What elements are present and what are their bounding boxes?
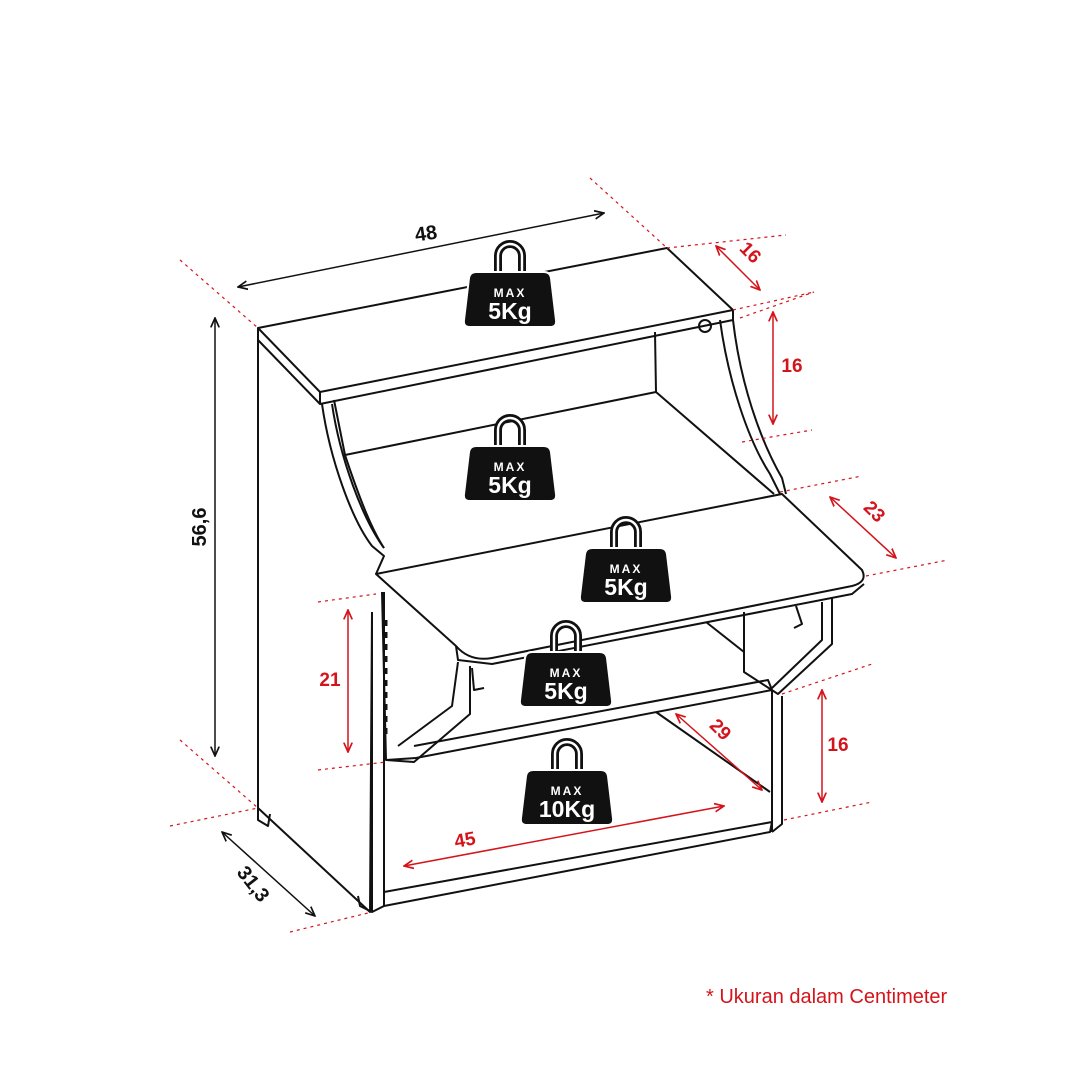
weight-max-label: MAX [610,562,643,576]
dimension-arrows [215,213,896,916]
flap-depth-label: 23 [859,497,889,527]
weight-max-label: MAX [551,784,584,798]
weight-value-middle-shelf: 5Kg [544,678,587,704]
bottom-width-arrow [404,806,724,866]
top-depth-label: 16 [735,238,765,268]
width-arrow [238,213,604,287]
unit-note: * Ukuran dalam Centimeter [706,986,948,1008]
width-label: 48 [413,222,438,247]
bottom-depth-arrow [676,714,762,790]
flap-depth-arrow [830,497,896,558]
depth-label: 31,3 [232,862,273,906]
weight-icon-middle-shelf: MAX 5Kg [520,624,612,707]
weight-max-label: MAX [550,666,583,680]
bottom-width-label: 45 [453,828,478,852]
top-depth-arrow [716,246,760,290]
weight-max-label: MAX [494,286,527,300]
middle-shelf [413,679,773,759]
weight-value-bottom-shelf: 10Kg [539,796,595,822]
weight-value-top: 5Kg [488,298,531,324]
weight-icon-flap: MAX 5Kg [580,520,672,603]
weight-value-flap: 5Kg [604,574,647,600]
weight-icon-upper-shelf: MAX 5Kg [464,418,556,501]
weight-icon-top: MAX 5Kg [464,244,556,327]
height-label: 56,6 [189,508,211,547]
bottom-shelf [383,821,773,907]
flap-compartment-height-label: 21 [319,670,341,691]
top-compartment-height-label: 16 [781,356,802,377]
weight-max-label: MAX [494,460,527,474]
bottom-depth-label: 29 [705,715,735,745]
bottom-height-label: 16 [827,735,848,756]
weight-value-upper-shelf: 5Kg [488,472,531,498]
depth-arrow [222,832,315,916]
extension-lines [169,177,949,933]
weight-icon-bottom-shelf: MAX 10Kg [521,742,613,825]
left-side-panel [257,340,373,913]
